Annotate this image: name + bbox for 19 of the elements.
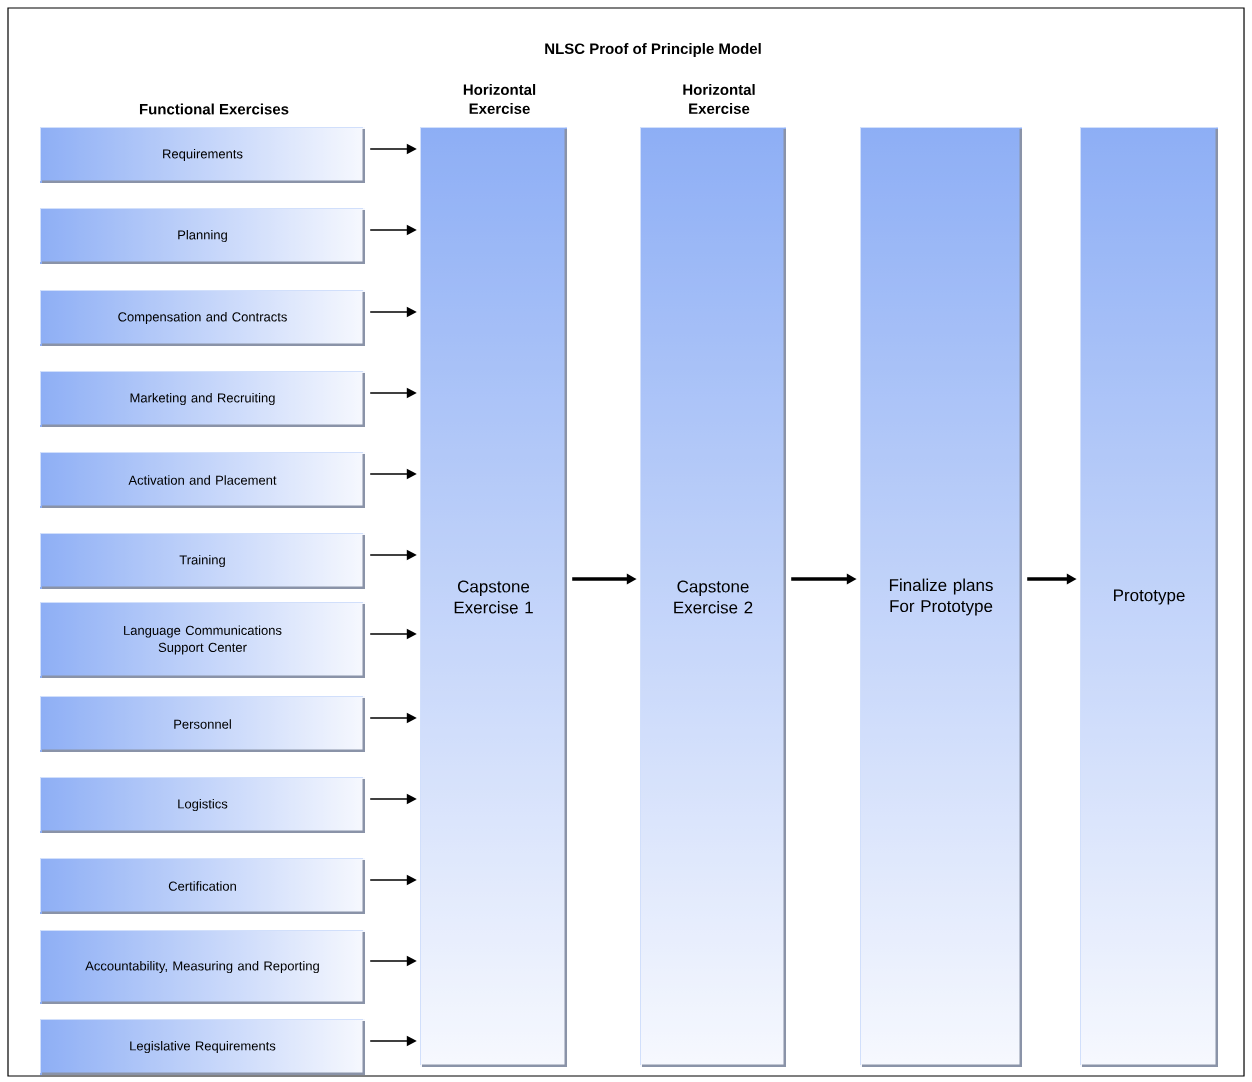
title: NLSC Proof of Principle Model <box>545 43 761 57</box>
process-box: Training <box>40 533 365 589</box>
process-box: Requirements <box>40 127 365 183</box>
process-column: Finalize plans For Prototype <box>860 127 1022 1067</box>
process-box: Certification <box>40 858 365 914</box>
process-column: Capstone Exercise 1 <box>420 127 567 1067</box>
process-box: Planning <box>40 208 365 264</box>
process-box: Accountability, Measuring and Reporting <box>40 930 365 1004</box>
column-heading: Horizontal Exercise <box>463 84 536 114</box>
process-box: Personnel <box>40 696 365 752</box>
column-heading: Horizontal Exercise <box>683 84 755 114</box>
process-box: Logistics <box>40 777 365 833</box>
process-column: Prototype <box>1080 127 1218 1067</box>
process-box: Marketing and Recruiting <box>40 371 365 427</box>
process-column: Capstone Exercise 2 <box>640 127 786 1067</box>
process-box: Legislative Requirements <box>40 1019 365 1075</box>
process-box: Compensation and Contracts <box>40 290 365 346</box>
process-box: Activation and Placement <box>40 452 365 508</box>
process-box: Language Communications Support Center <box>40 602 365 678</box>
